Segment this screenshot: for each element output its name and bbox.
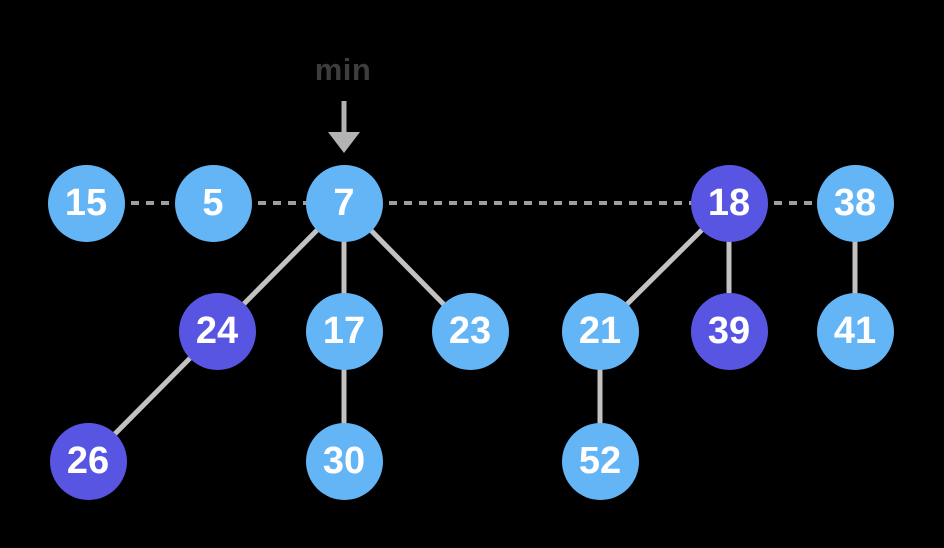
heap-node-15: 15	[47, 164, 125, 242]
heap-node-41: 41	[816, 292, 894, 370]
heap-node-39: 39	[690, 292, 768, 370]
heap-node-17: 17	[305, 292, 383, 370]
heap-node-21: 21	[561, 292, 639, 370]
heap-node-7: 7	[305, 164, 383, 242]
heap-node-38: 38	[816, 164, 894, 242]
heap-node-52: 52	[561, 422, 639, 500]
min-arrow-head	[328, 132, 360, 153]
heap-node-18: 18	[690, 164, 768, 242]
heap-node-5: 5	[174, 164, 252, 242]
heap-node-24: 24	[178, 292, 256, 370]
heap-node-26: 26	[49, 422, 127, 500]
min-pointer-label: min	[314, 52, 372, 87]
heap-node-23: 23	[431, 292, 509, 370]
heap-node-30: 30	[305, 422, 383, 500]
